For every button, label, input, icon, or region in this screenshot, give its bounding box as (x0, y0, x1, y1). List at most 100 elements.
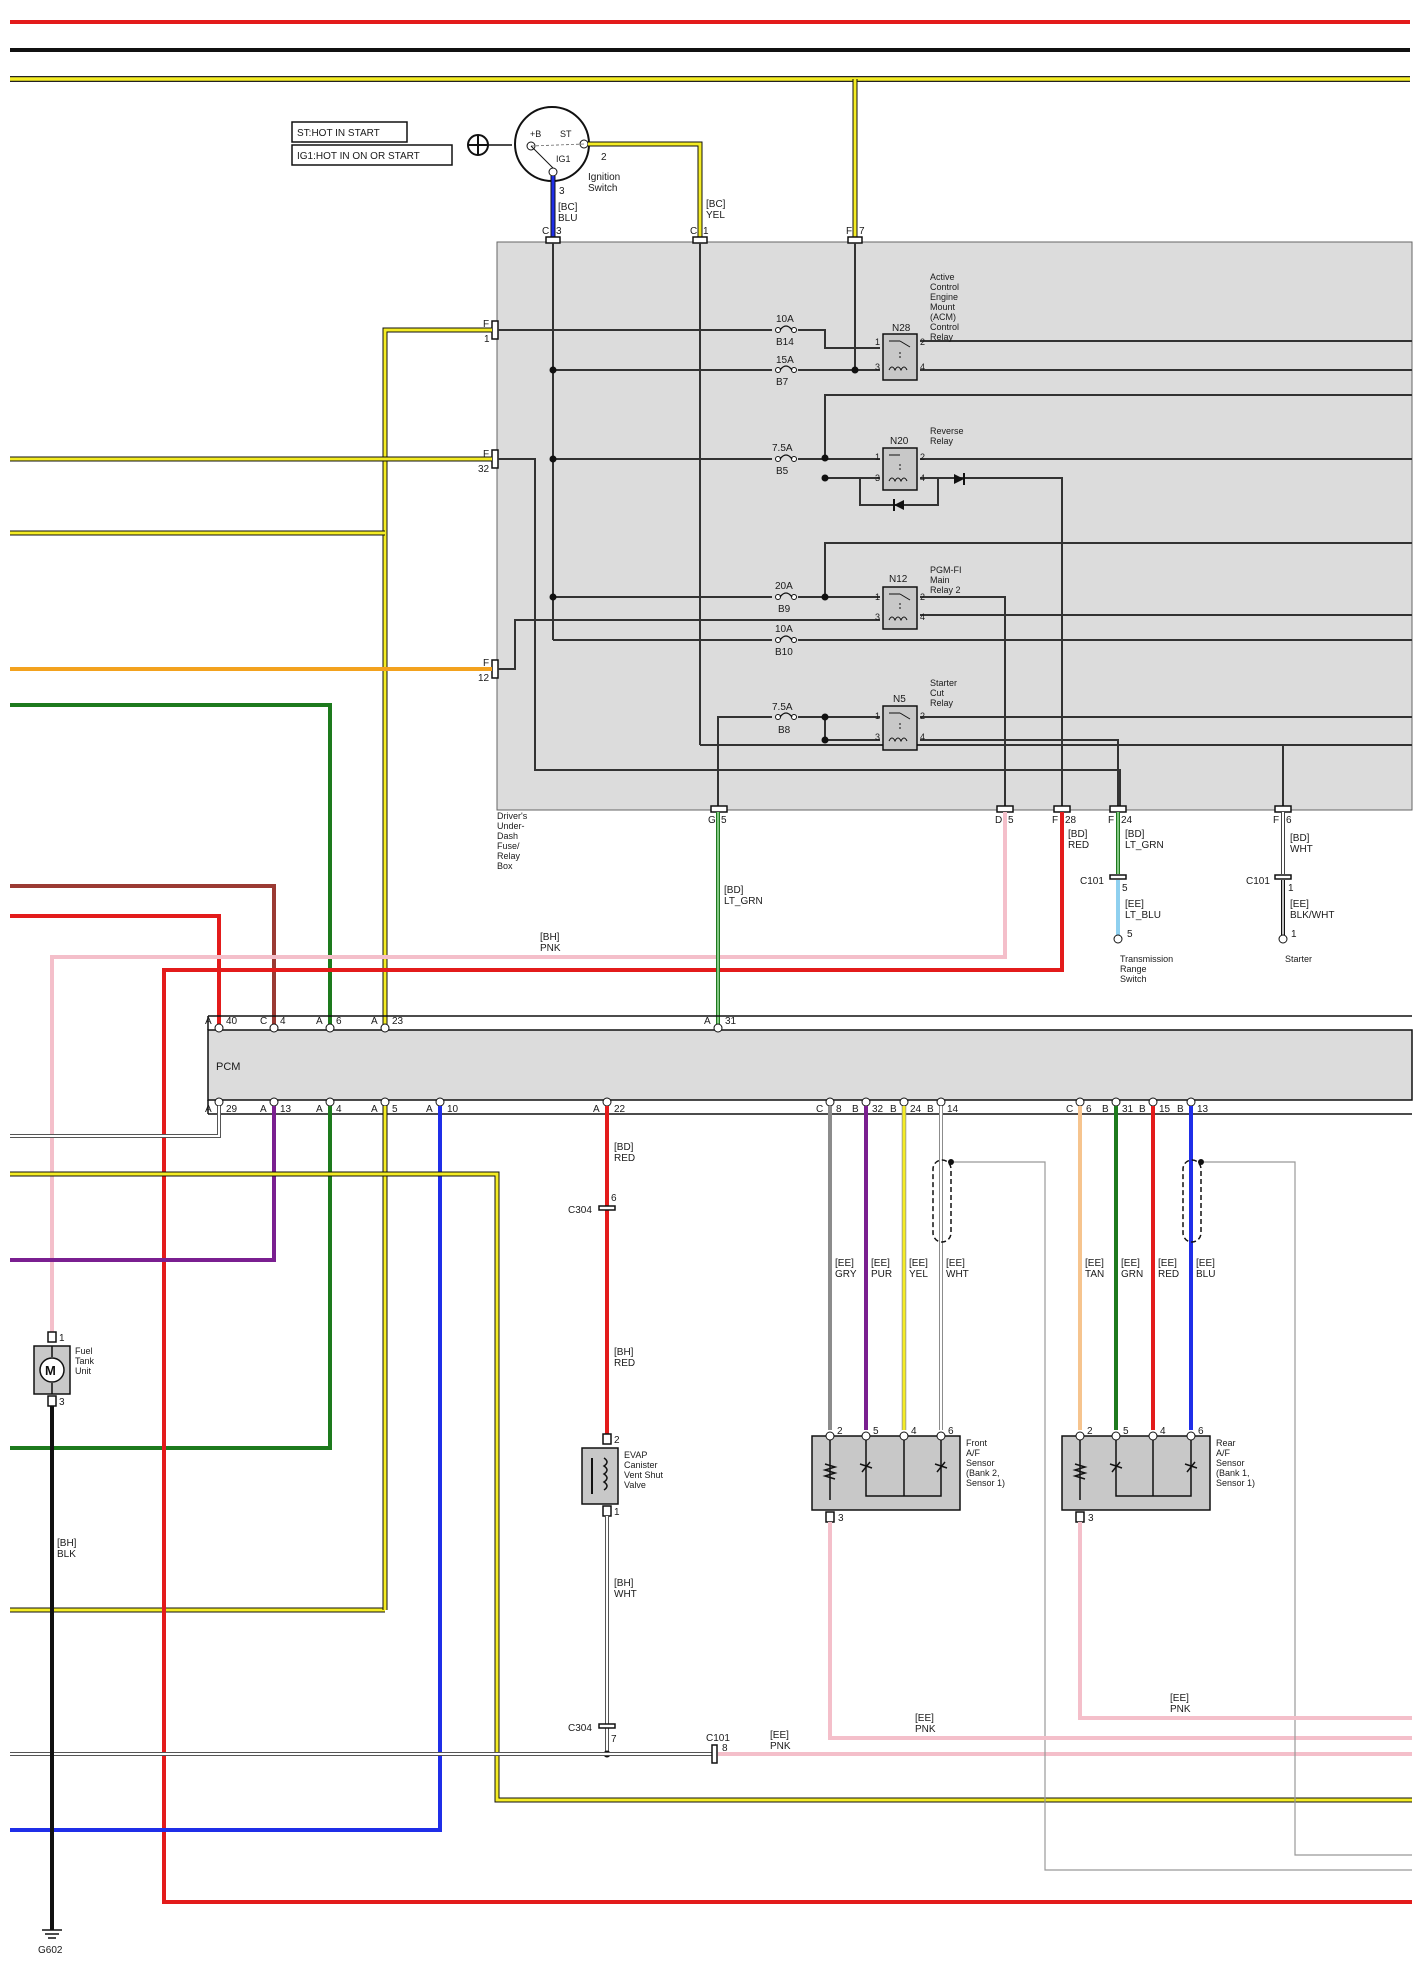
svg-text:14: 14 (947, 1104, 959, 1115)
svg-text:28: 28 (1065, 815, 1077, 826)
svg-text:15: 15 (1159, 1104, 1171, 1115)
fuse-b9: 20A B9 (772, 581, 798, 615)
svg-text:LT_GRN: LT_GRN (1125, 840, 1164, 851)
svg-text:6: 6 (948, 1426, 954, 1437)
svg-text:6: 6 (1198, 1426, 1204, 1437)
svg-text:[BD]: [BD] (724, 885, 744, 896)
svg-text:6: 6 (1286, 815, 1292, 826)
svg-text:8: 8 (836, 1104, 842, 1115)
svg-text:RED: RED (614, 1358, 635, 1369)
svg-text:B7: B7 (776, 377, 789, 388)
svg-text:B9: B9 (778, 604, 791, 615)
svg-text:[BH]: [BH] (614, 1578, 634, 1589)
svg-text:PGM-FI: PGM-FI (930, 565, 962, 575)
svg-text:B: B (852, 1104, 859, 1115)
svg-text:LT_BLU: LT_BLU (1125, 910, 1161, 921)
brown-wire (10, 884, 276, 1028)
ign-pin3: 3 (559, 186, 565, 197)
svg-text:(Bank 2,: (Bank 2, (966, 1468, 1000, 1478)
pcm-bottom-wires (10, 1106, 1412, 1832)
svg-text:[EE]: [EE] (1085, 1258, 1104, 1269)
svg-text:Sensor 1): Sensor 1) (966, 1478, 1005, 1488)
red-wires (10, 812, 1412, 1904)
svg-text:G: G (708, 815, 716, 826)
svg-text:A/F: A/F (966, 1448, 981, 1458)
svg-text:1: 1 (484, 334, 490, 345)
svg-text:Sensor 1): Sensor 1) (1216, 1478, 1255, 1488)
svg-text:5: 5 (1008, 815, 1014, 826)
svg-text:4: 4 (911, 1426, 917, 1437)
svg-text:TAN: TAN (1085, 1269, 1104, 1280)
svg-text:Transmission: Transmission (1120, 954, 1173, 964)
svg-text:YEL: YEL (706, 210, 725, 221)
svg-text:2: 2 (920, 337, 925, 347)
svg-text:3: 3 (875, 473, 880, 483)
svg-text:C: C (690, 226, 697, 237)
svg-text:Canister: Canister (624, 1460, 658, 1470)
trs-wiring: [BD] LT_GRN C101 5 [EE] LT_BLU 5 Transmi… (1080, 812, 1173, 984)
svg-text:C304: C304 (568, 1723, 592, 1734)
svg-text:BLU: BLU (1196, 1269, 1215, 1280)
svg-text:7: 7 (859, 226, 865, 237)
svg-text:B: B (1177, 1104, 1184, 1115)
svg-text:F: F (846, 226, 852, 237)
svg-text:B5: B5 (776, 466, 789, 477)
svg-text:4: 4 (280, 1016, 286, 1027)
svg-text:Starter: Starter (930, 678, 957, 688)
svg-text:Unit: Unit (75, 1366, 92, 1376)
svg-text:4: 4 (920, 473, 925, 483)
svg-text:GRN: GRN (1121, 1269, 1143, 1280)
plus-circle-icon (467, 134, 489, 156)
svg-text:8: 8 (722, 1743, 728, 1754)
svg-text:Starter: Starter (1285, 954, 1312, 964)
evap-valve-circuit: [BD] RED C304 6 [BH] RED 2 EVAP Canister… (10, 1106, 1412, 1764)
svg-text:7: 7 (611, 1734, 617, 1745)
fuse-b5: 7.5A B5 (772, 443, 798, 477)
svg-text:A: A (316, 1104, 323, 1115)
svg-text:BLU: BLU (558, 213, 577, 224)
svg-text:RED: RED (1158, 1269, 1179, 1280)
svg-text:B14: B14 (776, 337, 794, 348)
svg-text:Reverse: Reverse (930, 426, 964, 436)
svg-text:3: 3 (59, 1397, 65, 1408)
svg-text:[BH]: [BH] (614, 1347, 634, 1358)
shield-icon (1182, 1159, 1412, 1856)
svg-text:RED: RED (614, 1153, 635, 1164)
svg-text:Dash: Dash (497, 831, 518, 841)
svg-text:1: 1 (1288, 883, 1294, 894)
svg-text:Relay: Relay (930, 436, 954, 446)
term-st-label: ST (560, 129, 572, 139)
svg-text:[EE]: [EE] (1121, 1258, 1140, 1269)
ignition-label-2: Switch (588, 183, 617, 194)
shield-icon (932, 1159, 1412, 1871)
svg-text:1: 1 (1291, 929, 1297, 940)
svg-text:Relay: Relay (497, 851, 521, 861)
svg-text:6: 6 (336, 1016, 342, 1027)
svg-text:5: 5 (392, 1104, 398, 1115)
fuse-b7: 15A B7 (772, 355, 798, 388)
svg-text:A: A (260, 1104, 267, 1115)
motor-icon: M (39, 1357, 65, 1383)
svg-text:[EE]: [EE] (1158, 1258, 1177, 1269)
svg-text:5: 5 (1122, 883, 1128, 894)
svg-text:C304: C304 (568, 1205, 592, 1216)
svg-text:6: 6 (1086, 1104, 1092, 1115)
svg-text:Front: Front (966, 1438, 988, 1448)
svg-text:22: 22 (614, 1104, 626, 1115)
svg-text:13: 13 (1197, 1104, 1209, 1115)
svg-text:A: A (371, 1016, 378, 1027)
svg-text:4: 4 (920, 362, 925, 372)
svg-text:10A: 10A (775, 624, 793, 635)
svg-text:Rear: Rear (1216, 1438, 1236, 1448)
svg-text:F: F (1273, 815, 1279, 826)
svg-text:Control: Control (930, 282, 959, 292)
fuse-b10: 10A B10 (772, 624, 798, 658)
svg-text:Vent Shut: Vent Shut (624, 1470, 664, 1480)
svg-text:N28: N28 (892, 323, 911, 334)
svg-text:[BD]: [BD] (1068, 829, 1088, 840)
svg-text:5: 5 (721, 815, 727, 826)
svg-text:Box: Box (497, 861, 513, 871)
lt-green-wire: [BD] LT_GRN (716, 812, 763, 1028)
svg-text:Control: Control (930, 322, 959, 332)
